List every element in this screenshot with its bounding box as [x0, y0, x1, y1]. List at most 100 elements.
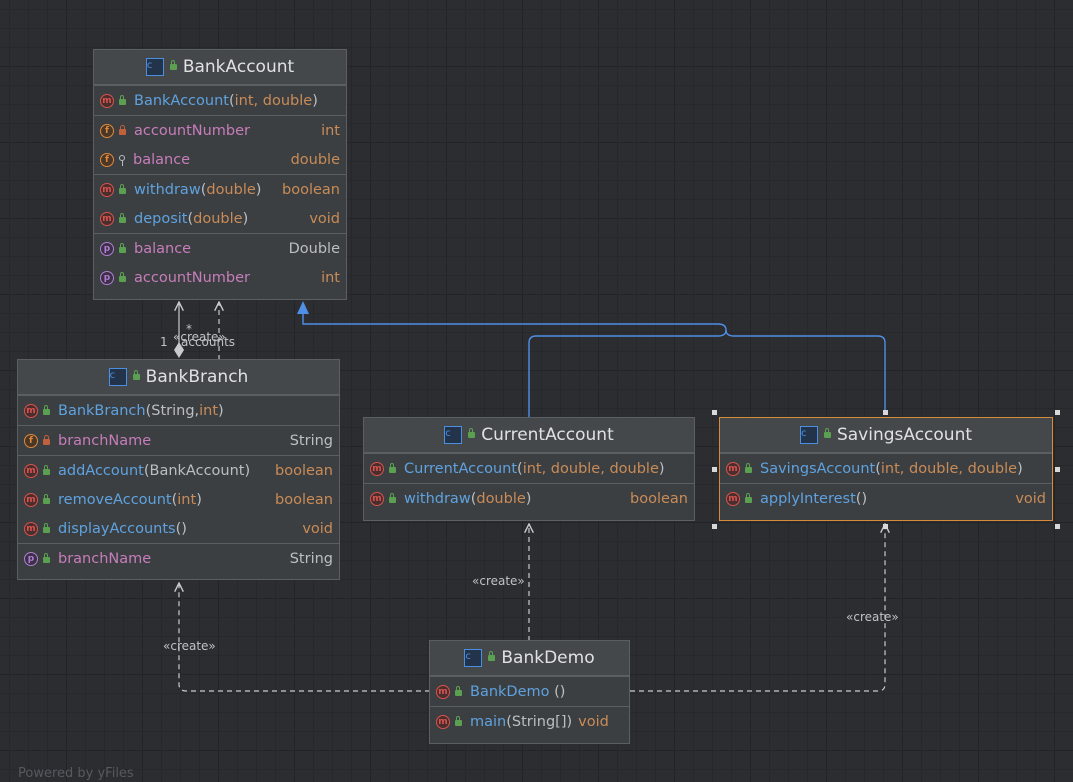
aggregation-edge-accounts[interactable]: [174, 302, 184, 358]
public-lock-icon: [119, 213, 126, 223]
class-header: c BankBranch: [18, 360, 339, 395]
method-name: addAccount: [58, 462, 144, 479]
method-type: boolean: [275, 491, 333, 508]
constructor-row[interactable]: m BankDemo (): [430, 677, 629, 706]
multiplicity-one-label: 1: [160, 335, 168, 349]
method-row[interactable]: m main(String[]) void: [430, 707, 629, 736]
constructor-row[interactable]: m BankAccount(int, double): [94, 86, 346, 115]
constructor-row[interactable]: m BankBranch(String, int): [18, 396, 339, 425]
public-lock-icon: [389, 493, 396, 503]
method-type: void: [1015, 490, 1046, 507]
aggregation-diamond: [174, 342, 184, 358]
public-lock-icon: [43, 465, 50, 475]
method-type: void: [302, 520, 333, 537]
selection-handle[interactable]: [883, 410, 888, 415]
properties-section: p branchName String: [18, 543, 339, 573]
field-row[interactable]: f branchName String: [18, 426, 339, 455]
methods-section: m withdraw(double) boolean m deposit(dou…: [94, 174, 346, 233]
method-row[interactable]: m displayAccounts() void: [18, 514, 339, 543]
constructor-name: BankAccount: [134, 92, 229, 109]
field-row[interactable]: f accountNumber int: [94, 116, 346, 145]
field-icon: f: [100, 152, 114, 167]
method-icon: m: [100, 182, 114, 197]
class-node-bank-account[interactable]: c BankAccount m BankAccount(int, double)…: [93, 49, 347, 300]
property-type: Double: [288, 240, 340, 257]
selection-handle[interactable]: [1055, 524, 1060, 529]
field-type: String: [289, 432, 333, 449]
constructor-args: int, double, double: [522, 460, 659, 477]
selection-handle[interactable]: [883, 524, 888, 529]
public-lock-icon: [455, 686, 462, 696]
field-icon: f: [24, 433, 38, 448]
method-args: double: [193, 210, 243, 227]
class-name: SavingsAccount: [836, 425, 973, 445]
multiplicity-many-label: *: [186, 322, 192, 336]
public-lock-icon: [43, 494, 50, 504]
method-args: double: [206, 181, 256, 198]
public-lock-icon: [468, 428, 476, 438]
property-row[interactable]: p balance Double: [94, 234, 346, 263]
method-type: boolean: [275, 462, 333, 479]
class-icon: c: [108, 368, 127, 386]
create-label-savings: «create»: [846, 610, 899, 624]
public-lock-icon: [119, 243, 126, 253]
public-lock-icon: [488, 651, 496, 661]
constructor-row[interactable]: m CurrentAccount(int, double, double): [364, 454, 694, 483]
public-lock-icon: [455, 716, 462, 726]
method-type: boolean: [282, 181, 340, 198]
method-row[interactable]: m withdraw(double) boolean: [94, 175, 346, 204]
inheritance-edges[interactable]: [297, 301, 886, 418]
class-icon: c: [145, 58, 164, 76]
method-icon: m: [100, 211, 114, 226]
method-row[interactable]: m deposit(double) void: [94, 204, 346, 233]
method-icon: m: [24, 521, 38, 536]
method-row[interactable]: m applyInterest() void: [720, 484, 1052, 513]
property-row[interactable]: p branchName String: [18, 544, 339, 573]
public-lock-icon: [119, 184, 126, 194]
method-row[interactable]: m removeAccount(int) boolean: [18, 485, 339, 514]
method-row[interactable]: m addAccount(BankAccount) boolean: [18, 456, 339, 485]
selection-handle[interactable]: [712, 467, 717, 472]
method-icon: m: [100, 93, 114, 108]
selection-handle[interactable]: [1055, 467, 1060, 472]
powered-by-footer[interactable]: Powered by yFiles: [18, 766, 134, 781]
selection-handle[interactable]: [712, 524, 717, 529]
class-name: BankDemo: [501, 648, 595, 668]
method-args: int: [177, 491, 197, 508]
constructors-section: m SavingsAccount(int, double, double): [720, 453, 1052, 483]
selection-handle[interactable]: [1055, 410, 1060, 415]
constructors-section: m CurrentAccount(int, double, double): [364, 453, 694, 483]
property-icon: p: [24, 551, 38, 566]
property-type: String: [289, 550, 333, 567]
method-name: main: [470, 713, 507, 730]
property-name: branchName: [58, 550, 152, 567]
method-row[interactable]: m withdraw(double) boolean: [364, 484, 694, 513]
create-edge-demo-to-savings[interactable]: [630, 524, 885, 692]
method-name: withdraw: [134, 181, 201, 198]
private-lock-icon: [43, 435, 50, 445]
constructor-args: int, double: [234, 92, 313, 109]
selection-handle[interactable]: [712, 410, 717, 415]
method-icon: m: [436, 714, 450, 729]
method-icon: m: [370, 491, 384, 506]
constructor-row[interactable]: m SavingsAccount(int, double, double): [720, 454, 1052, 483]
property-row[interactable]: p accountNumber int: [94, 263, 346, 292]
public-lock-icon: [745, 463, 752, 473]
class-node-savings-account[interactable]: c SavingsAccount m SavingsAccount(int, d…: [719, 417, 1053, 521]
method-icon: m: [436, 684, 450, 699]
method-name: removeAccount: [58, 491, 172, 508]
create-edge-demo-to-branch[interactable]: [179, 583, 430, 692]
field-row[interactable]: f balance double: [94, 145, 346, 174]
class-icon: c: [799, 426, 818, 444]
constructor-name: BankBranch: [58, 402, 146, 419]
public-lock-icon: [132, 370, 140, 380]
method-icon: m: [726, 461, 740, 476]
class-node-current-account[interactable]: c CurrentAccount m CurrentAccount(int, d…: [363, 417, 695, 521]
class-node-bank-demo[interactable]: c BankDemo m BankDemo () m main(String[]…: [429, 640, 630, 744]
properties-section: p balance Double p accountNumber int: [94, 233, 346, 292]
public-lock-icon: [43, 523, 50, 533]
methods-section: m addAccount(BankAccount) boolean m remo…: [18, 455, 339, 543]
class-node-bank-branch[interactable]: c BankBranch m BankBranch(String, int) f…: [17, 359, 340, 580]
field-icon: f: [100, 123, 114, 138]
